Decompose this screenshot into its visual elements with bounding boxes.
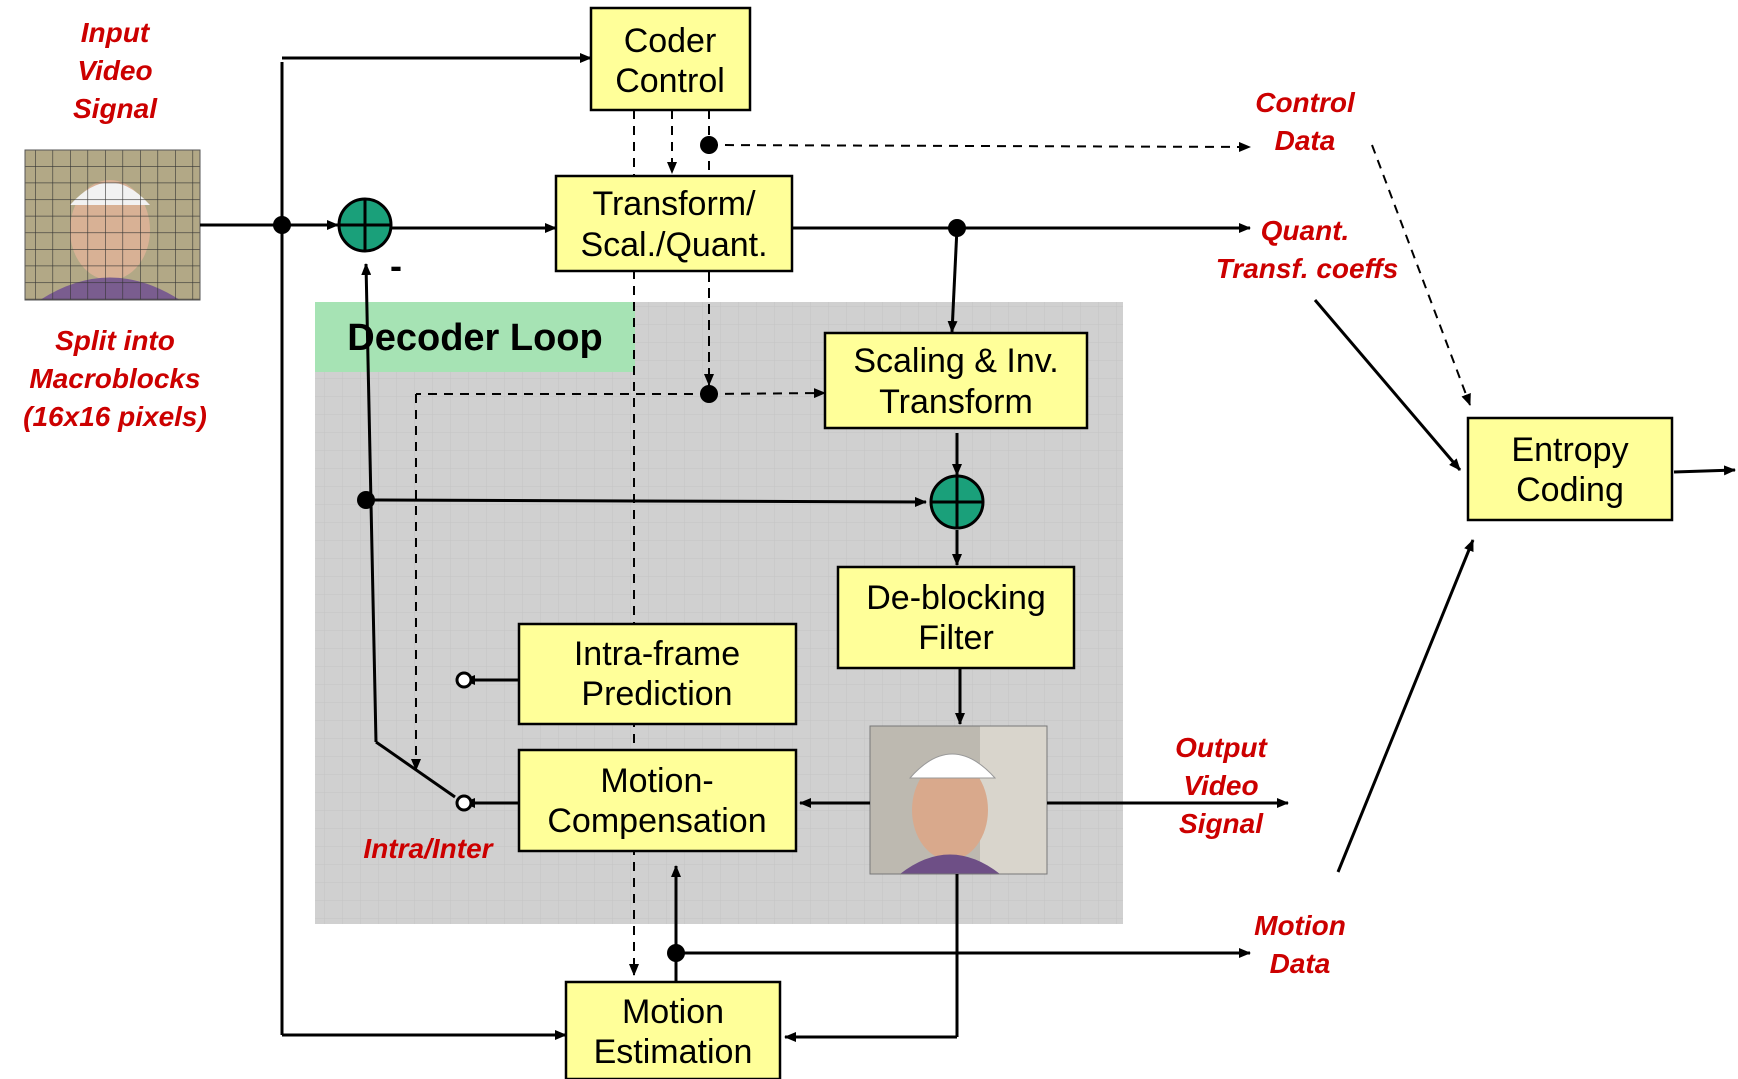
scaling-inverse-transform-box: Scaling & Inv. Transform <box>823 331 1089 430</box>
intra-frame-prediction-box: Intra-frame Prediction <box>517 622 798 726</box>
video-frame-output-image <box>869 725 1048 875</box>
output-video-label: Output Video Signal <box>1175 732 1268 839</box>
motion-comp-line1: Motion- <box>600 762 713 800</box>
split-line3: (16x16 pixels) <box>23 401 207 432</box>
signal-wires <box>200 53 1736 1042</box>
output-video-line3: Signal <box>1179 808 1264 839</box>
entropy-coding-box: Entropy Coding <box>1466 416 1674 522</box>
intra-pred-line2: Prediction <box>581 675 732 713</box>
control-data-line2: Data <box>1275 125 1336 156</box>
deblocking-filter-box: De-blocking Filter <box>836 565 1076 670</box>
scaling-line2: Transform <box>879 383 1033 421</box>
minus-sign: - <box>390 245 402 286</box>
deblocking-line1: De-blocking <box>866 579 1046 617</box>
entropy-line2: Coding <box>1516 471 1624 509</box>
adder-icon <box>337 197 393 253</box>
control-data-label: Control Data <box>1255 87 1356 156</box>
intra-pred-line1: Intra-frame <box>574 635 740 673</box>
motion-comp-line2: Compensation <box>547 802 766 840</box>
split-line1: Split into <box>55 325 175 356</box>
entropy-line1: Entropy <box>1511 431 1628 469</box>
decoder-loop-title: Decoder Loop <box>347 317 602 359</box>
transform-line1: Transform/ <box>592 185 756 223</box>
motion-estimation-box: Motion Estimation <box>564 980 782 1079</box>
quant-coeffs-label: Quant. Transf. coeffs <box>1216 215 1399 284</box>
junction-dots <box>273 136 966 962</box>
motion-compensation-box: Motion- Compensation <box>517 748 798 853</box>
motion-data-line1: Motion <box>1254 910 1346 941</box>
scaling-line1: Scaling & Inv. <box>853 342 1058 380</box>
quant-line2: Transf. coeffs <box>1216 253 1399 284</box>
transform-box: Transform/ Scal./Quant. <box>554 174 794 273</box>
input-video-line2: Video <box>77 55 152 86</box>
intra-inter-label: Intra/Inter <box>363 833 494 864</box>
input-video-line3: Signal <box>73 93 158 124</box>
coder-control-box: Coder Control <box>589 6 752 112</box>
input-video-label: Input Video Signal <box>73 17 158 124</box>
output-video-line1: Output <box>1175 732 1268 763</box>
split-line2: Macroblocks <box>29 363 200 394</box>
coder-control-line2: Control <box>615 62 725 100</box>
adder-icon <box>929 474 985 530</box>
motion-est-line1: Motion <box>622 993 724 1031</box>
motion-data-label: Motion Data <box>1254 910 1346 979</box>
split-macroblocks-label: Split into Macroblocks (16x16 pixels) <box>23 325 207 432</box>
control-data-line1: Control <box>1255 87 1356 118</box>
transform-line2: Scal./Quant. <box>580 226 767 264</box>
video-frame-grid-image <box>24 149 201 301</box>
motion-data-line2: Data <box>1270 948 1331 979</box>
motion-est-line2: Estimation <box>594 1033 753 1071</box>
quant-line1: Quant. <box>1261 215 1350 246</box>
output-video-line2: Video <box>1183 770 1258 801</box>
input-video-line1: Input <box>81 17 151 48</box>
coder-control-line1: Coder <box>624 22 717 60</box>
deblocking-line2: Filter <box>918 619 994 657</box>
